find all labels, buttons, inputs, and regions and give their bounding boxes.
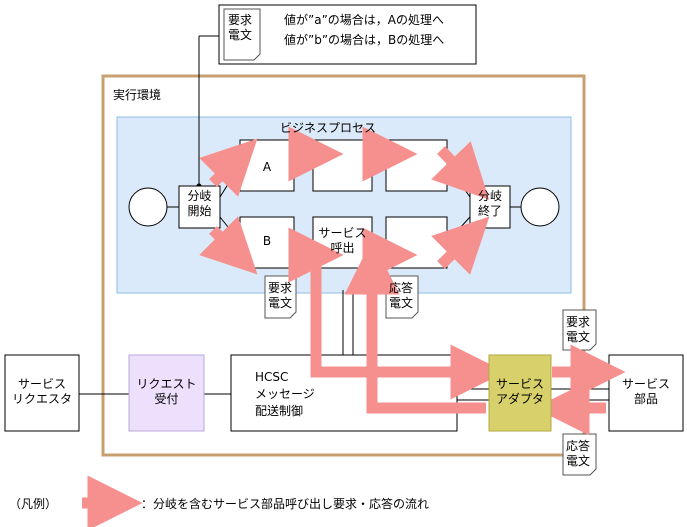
service-call-label: サービス 呼出 [318, 226, 367, 255]
request-receiver-box [128, 354, 205, 432]
note-box [218, 4, 477, 65]
service-adapter-label: サービス アダプタ [495, 377, 544, 406]
service-adapter-box [488, 354, 552, 432]
branch-end-label: 分岐 終了 [477, 189, 502, 218]
note-line-2: 値が”b”の場合は，Bの処理へ [284, 33, 445, 47]
service-component-label: サービス 部品 [621, 377, 670, 406]
service-requester-box [4, 354, 80, 432]
start-node [128, 187, 168, 227]
activity-a3-box [385, 139, 448, 192]
branch-start-label: 分岐 開始 [187, 189, 212, 218]
legend-text: ：分岐を含むサービス部品呼び出し要求・応答の流れ [141, 497, 430, 511]
service-requester-label: サービス リクエスタ [11, 377, 72, 406]
note-line-1: 値が”a”の場合は，Aの処理へ [284, 13, 444, 27]
activity-a-label: A [262, 160, 272, 174]
legend-prefix: （凡例） [9, 497, 58, 511]
note-document-icon [223, 8, 261, 61]
environment-frame [101, 74, 586, 457]
request-receiver-label: リクエスト 受付 [136, 377, 197, 406]
response-doc-mid-label: 応答 電文 [389, 281, 414, 310]
business-process-label: ビジネスプロセス [280, 121, 377, 135]
flow-arrows [82, 126, 626, 527]
activity-b-label: B [262, 234, 272, 248]
end-node [520, 187, 560, 227]
response-doc-right-label: 応答 電文 [566, 439, 591, 468]
hcsc-label: HCSC メッセージ 配送制御 [255, 370, 315, 418]
note-doc-label: 要求 電文 [228, 13, 253, 42]
request-doc-right-label: 要求 電文 [566, 315, 591, 344]
activity-b3-box [385, 216, 448, 269]
request-doc-mid-label: 要求 電文 [268, 281, 293, 310]
activity-a2-box [312, 139, 373, 192]
response-doc-right-icon [562, 433, 597, 476]
environment-label: 実行環境 [113, 88, 162, 102]
